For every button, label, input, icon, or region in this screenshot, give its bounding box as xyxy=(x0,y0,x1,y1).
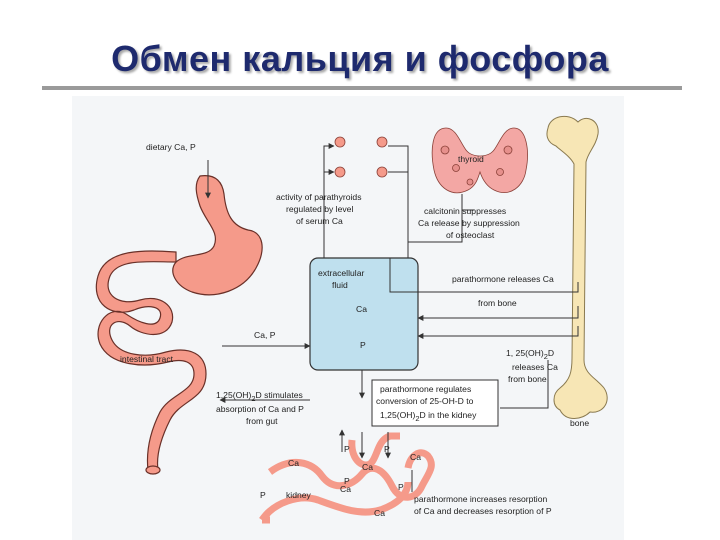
label-ecf-1: extracellular xyxy=(318,268,364,278)
label-kidney-ca2: Ca xyxy=(410,452,421,462)
label-parathyroid-2: regulated by level xyxy=(286,204,353,214)
label-thyroid: thyroid xyxy=(458,154,484,164)
label-parathyroid-3: of serum Ca xyxy=(296,216,343,226)
label-vitd-gut-3: absorption of Ca and P xyxy=(216,404,304,414)
label-ecf-2: fluid xyxy=(332,280,348,290)
label-kidney-p3: P xyxy=(260,490,266,500)
label-pth-conv-2: conversion of 25-OH-D to xyxy=(376,396,474,406)
label-pth-kidney-2: of Ca and decreases resorption of P xyxy=(414,506,552,516)
label-calcitonin-2: Ca release by suppression xyxy=(418,218,520,228)
label-kidney: kidney xyxy=(286,490,312,500)
label-kidney-ca1: Ca xyxy=(362,462,373,472)
label-pth-releases: parathormone releases Ca xyxy=(452,274,554,284)
label-ecf-ca: Ca xyxy=(356,304,367,314)
label-from-bone: from bone xyxy=(478,298,517,308)
label-kidney-p1: P xyxy=(344,444,350,454)
label-pth-conv-1: parathormone regulates xyxy=(380,384,471,394)
label-bone: bone xyxy=(570,418,589,428)
label-intestinal: intestinal tract xyxy=(120,354,174,364)
label-kidney-ca5: Ca xyxy=(374,508,385,518)
label-dietary: dietary Ca, P xyxy=(146,142,196,152)
label-ecf-p: P xyxy=(360,340,366,350)
label-parathyroid-1: activity of parathyroids xyxy=(276,192,362,202)
label-kidney-ca3: Ca xyxy=(288,458,299,468)
label-kidney-p2: P xyxy=(384,444,390,454)
label-gut-ca-p: Ca, P xyxy=(254,330,276,340)
label-calcitonin-1: calcitonin suppresses xyxy=(424,206,506,216)
label-pth-kidney-1: parathormone increases resorption xyxy=(414,494,547,504)
label-kidney-p5: P xyxy=(344,476,350,486)
label-vitd-bone-3: releases Ca xyxy=(512,362,558,372)
label-calcitonin-3: of osteoclast xyxy=(446,230,495,240)
label-kidney-p4: P xyxy=(398,482,404,492)
label-vitd-gut-4: from gut xyxy=(246,416,278,426)
label-vitd-bone-4: from bone xyxy=(508,374,547,384)
